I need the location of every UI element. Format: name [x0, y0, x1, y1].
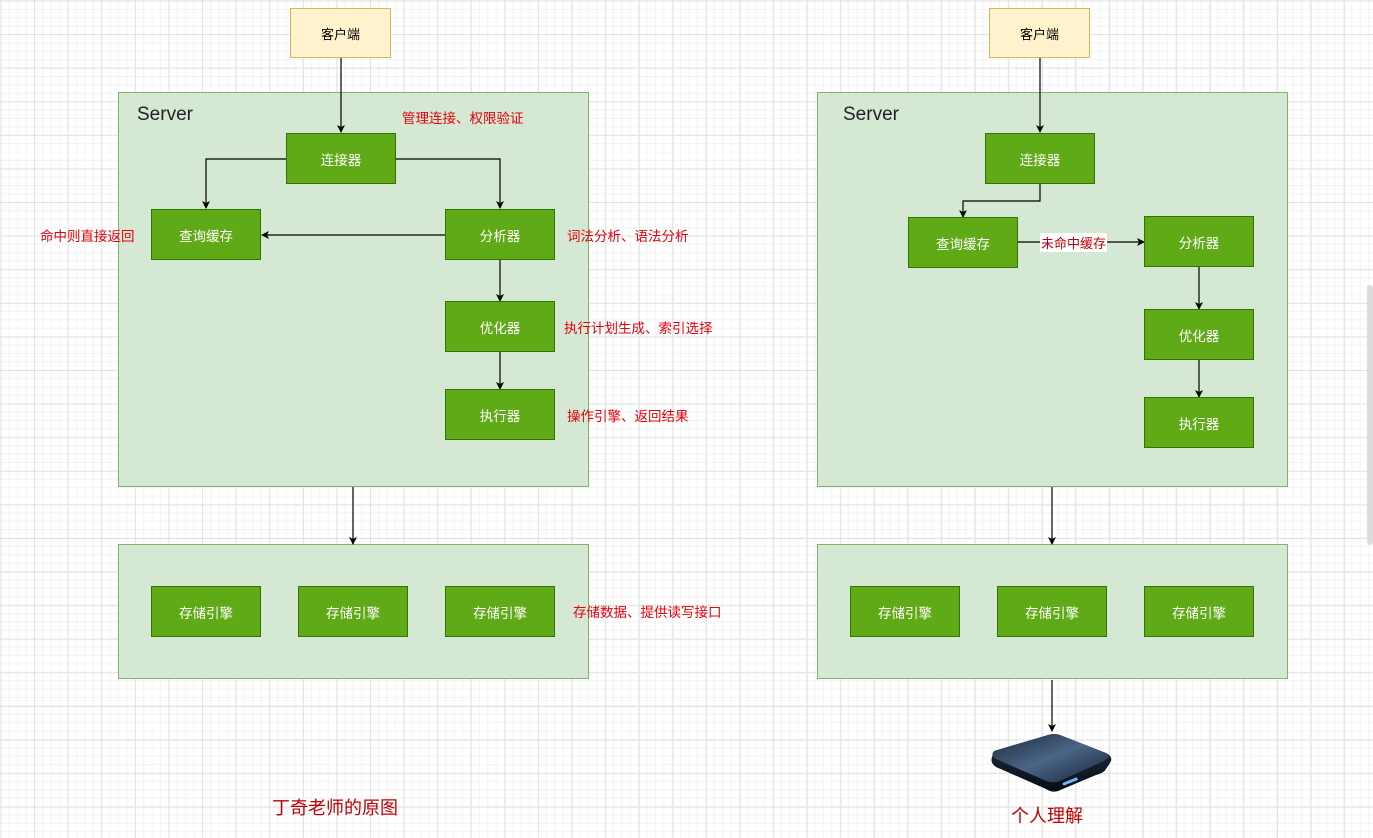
optimizer-node[interactable]: 优化器 [445, 301, 555, 352]
storage-engine-node-r[interactable]: 存储引擎 [1144, 586, 1254, 637]
note-connector: 管理连接、权限验证 [402, 111, 524, 127]
analyzer-node-r[interactable]: 分析器 [1144, 216, 1254, 267]
storage-engine-node[interactable]: 存储引擎 [445, 586, 555, 637]
executor-node-r[interactable]: 执行器 [1144, 397, 1254, 448]
client-node-r[interactable]: 客户端 [989, 8, 1090, 58]
storage-engine-node-r[interactable]: 存储引擎 [997, 586, 1107, 637]
query-cache-node[interactable]: 查询缓存 [151, 209, 261, 260]
note-executor: 操作引擎、返回结果 [567, 409, 689, 425]
query-cache-node-r[interactable]: 查询缓存 [908, 217, 1018, 268]
edge-connector-to-analyzer [395, 158, 504, 209]
edge-label-cache-miss: 未命中缓存 [1040, 233, 1108, 252]
edge-connector-to-cache-r [959, 184, 1041, 218]
note-storage: 存储数据、提供读写接口 [573, 605, 722, 621]
connector-node[interactable]: 连接器 [286, 133, 396, 184]
hard-drive-icon[interactable] [988, 729, 1116, 799]
note-query-cache: 命中则直接返回 [40, 229, 135, 245]
storage-engine-node[interactable]: 存储引擎 [298, 586, 408, 637]
connector-node-r[interactable]: 连接器 [985, 133, 1095, 184]
client-node[interactable]: 客户端 [290, 8, 391, 58]
executor-node[interactable]: 执行器 [445, 389, 555, 440]
analyzer-node[interactable]: 分析器 [445, 209, 555, 260]
note-optimizer: 执行计划生成、索引选择 [564, 321, 713, 337]
storage-engine-node-r[interactable]: 存储引擎 [850, 586, 960, 637]
server-title-r: Server [843, 104, 899, 125]
optimizer-node-r[interactable]: 优化器 [1144, 309, 1254, 360]
storage-engine-node[interactable]: 存储引擎 [151, 586, 261, 637]
left-caption: 丁奇老师的原图 [272, 798, 398, 819]
edge-connector-to-cache [202, 158, 286, 209]
vertical-scrollbar[interactable] [1367, 285, 1373, 545]
server-title: Server [137, 104, 193, 125]
note-analyzer: 词法分析、语法分析 [567, 229, 689, 245]
right-caption: 个人理解 [1011, 806, 1083, 827]
